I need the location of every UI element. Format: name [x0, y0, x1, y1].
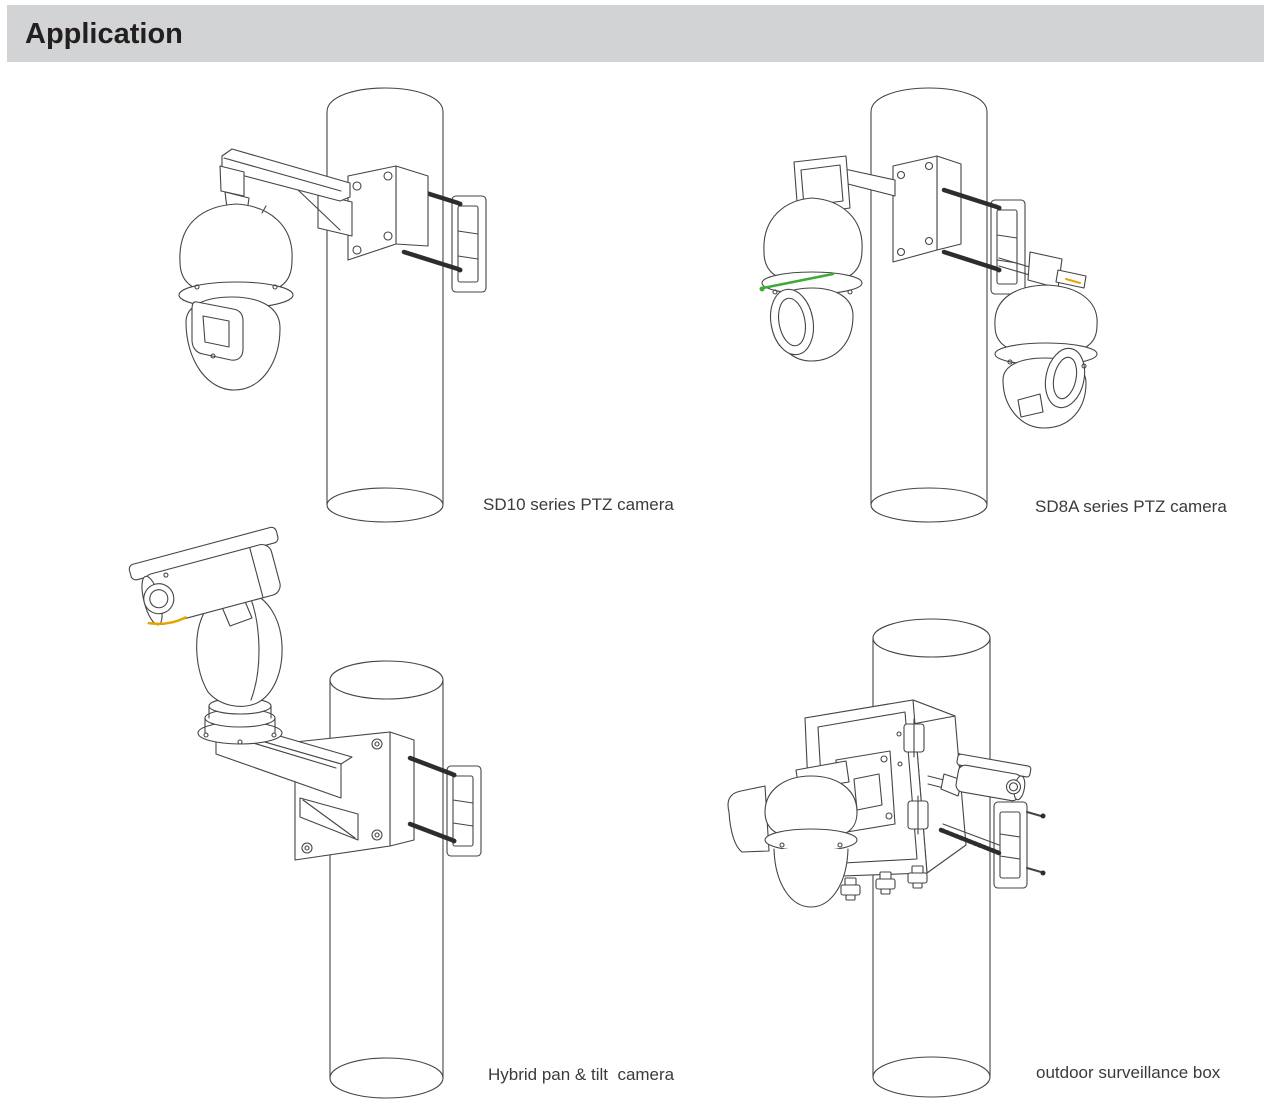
sd10-ptz-camera-figure — [178, 87, 487, 523]
pole-clamp-icon — [407, 755, 482, 857]
sd8a-ptz-camera-figure — [759, 87, 1098, 523]
right-ptz-dome-camera-icon — [994, 251, 1098, 429]
pole-clamp-icon — [941, 187, 1026, 295]
bullet-camera-icon — [128, 526, 281, 626]
small-bullet-camera-icon — [927, 753, 1032, 802]
caption-sd8a-ptz-camera: SD8A series PTZ camera — [1035, 497, 1227, 516]
pole-icon — [870, 87, 988, 523]
pan-tilt-unit-icon — [196, 589, 283, 745]
mount-bracket-icon — [219, 148, 429, 261]
hybrid-pan-tilt-camera-figure — [128, 526, 482, 1099]
left-ptz-dome-camera-icon — [759, 197, 863, 362]
caption-hybrid-pan-tilt: Hybrid pan & tilt camera — [488, 1065, 675, 1084]
outdoor-surveillance-box-figure — [727, 618, 1046, 1098]
pole-icon — [329, 660, 444, 1099]
pole-icon — [326, 87, 444, 523]
section-title: Application — [25, 18, 183, 50]
caption-sd10-ptz-camera: SD10 series PTZ camera — [483, 495, 674, 514]
dome-camera-icon — [727, 760, 858, 908]
mount-bracket-icon — [215, 720, 415, 861]
section-header-bar: Application — [7, 5, 1264, 62]
cable-glands-icon — [840, 865, 928, 901]
ptz-dome-camera-icon — [178, 203, 294, 391]
pole-clamp-icon — [938, 801, 1046, 889]
caption-outdoor-surveillance: outdoor surveillance box — [1036, 1063, 1221, 1082]
pole-icon — [872, 618, 991, 1098]
